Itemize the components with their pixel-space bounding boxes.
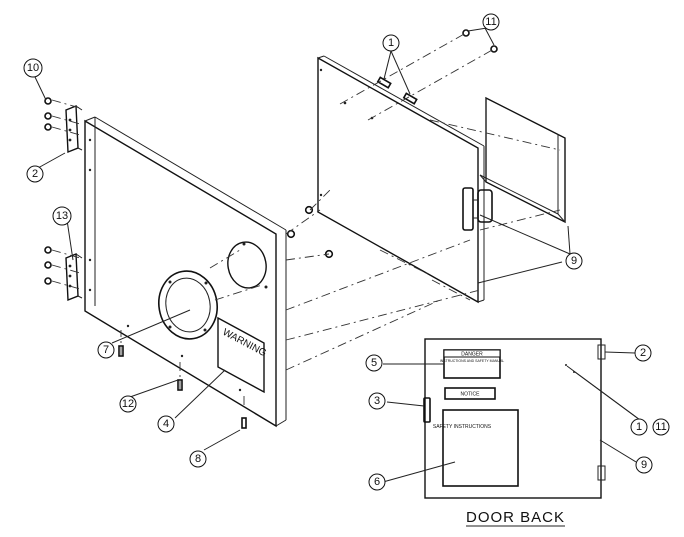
danger-label-text: DANGER: [461, 352, 483, 358]
svg-text:7: 7: [103, 344, 109, 356]
safety-instructions-label: [442, 409, 519, 487]
handle-box: [479, 96, 566, 224]
screws: [44, 29, 498, 285]
svg-text:1: 1: [636, 421, 642, 433]
svg-text:11: 11: [655, 421, 666, 433]
callout-1-right: 1: [630, 418, 648, 436]
svg-text:8: 8: [195, 453, 201, 465]
svg-text:3: 3: [374, 395, 380, 407]
svg-text:9: 9: [571, 255, 577, 267]
inset-handle: [423, 397, 431, 423]
svg-text:1: 1: [388, 37, 394, 49]
hinge-bracket-bottom: [65, 252, 83, 302]
callout-9-right: 9: [635, 456, 653, 474]
svg-text:12: 12: [122, 398, 134, 410]
callout-1-top: 1: [382, 34, 400, 52]
svg-text:9: 9: [641, 459, 647, 471]
svg-text:4: 4: [163, 418, 169, 430]
svg-text:13: 13: [56, 210, 68, 222]
svg-text:5: 5: [371, 357, 377, 369]
callout-11-top: 11: [482, 13, 500, 31]
callout-10: 10: [23, 58, 43, 78]
callout-2-right: 2: [634, 344, 652, 362]
door-back-view: DANGER INSTRUCTIONS AND SAFETY MANUAL NO…: [423, 338, 606, 499]
window-glass: [227, 241, 267, 289]
svg-text:2: 2: [32, 168, 38, 180]
safety-label-text: SAFETY INSTRUCTIONS: [433, 424, 492, 430]
callout-12: 12: [119, 395, 137, 413]
callout-13: 13: [52, 206, 72, 226]
callout-6: 6: [368, 473, 386, 491]
callout-9-top: 9: [565, 252, 583, 270]
callout-3: 3: [368, 392, 386, 410]
svg-text:6: 6: [374, 476, 380, 488]
callout-7: 7: [97, 341, 115, 359]
front-door-panel: WARNING: [84, 116, 287, 428]
callout-4: 4: [157, 415, 175, 433]
svg-text:2: 2: [640, 347, 646, 359]
assembly-lines: [51, 32, 561, 405]
diagram-title: DOOR BACK: [466, 509, 565, 526]
window-ring: [158, 270, 218, 340]
hinge-bracket-top: [65, 104, 83, 154]
notice-label-text: NOTICE: [461, 392, 481, 398]
callouts: 1 11 10 2 13 9 7 12 4 8 5 3 6 2 1 11 9: [23, 13, 670, 491]
leader-lines: [34, 27, 641, 483]
callout-2-left: 2: [26, 165, 44, 183]
callout-8: 8: [189, 450, 207, 468]
back-door-panel: [317, 55, 493, 304]
callout-11-right: 11: [652, 418, 670, 436]
notice-label: [444, 387, 496, 400]
danger-sub-text: INSTRUCTIONS AND SAFETY MANUAL: [440, 359, 505, 363]
svg-text:10: 10: [27, 62, 39, 74]
svg-text:11: 11: [485, 16, 496, 28]
callout-5: 5: [365, 354, 383, 372]
